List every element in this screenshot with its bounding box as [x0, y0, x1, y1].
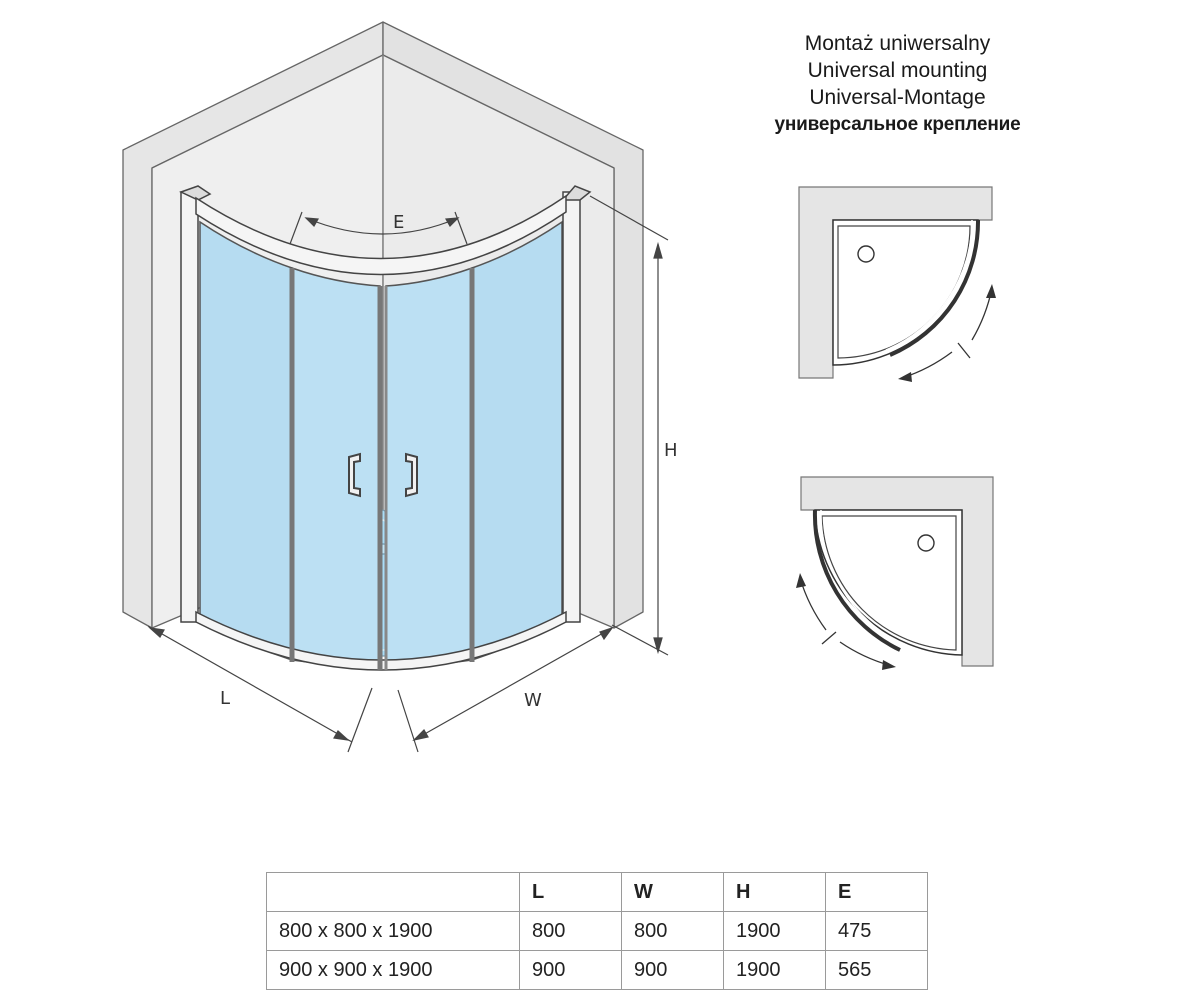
left-sliding-door — [291, 266, 381, 669]
mounting-titles: Montaż uniwersalny Universal mounting Un… — [720, 30, 1075, 138]
table-cell: 800 — [621, 911, 724, 951]
table-row: 900 x 900 x 1900 900 900 1900 565 — [266, 950, 928, 990]
table-cell: 1900 — [723, 911, 826, 951]
mounting-title-en: Universal mounting — [807, 59, 988, 82]
left-handle-icon — [348, 452, 361, 498]
drain-icon — [857, 245, 875, 263]
left-post — [180, 191, 199, 623]
dimension-label-h: H — [664, 440, 678, 461]
dimension-label-w: W — [524, 690, 542, 711]
table-cell: 900 — [621, 950, 724, 990]
table-cell: 1900 — [723, 950, 826, 990]
door-handles — [348, 452, 418, 498]
right-handle-icon — [405, 452, 418, 498]
table-header-cell: W — [621, 872, 724, 912]
dimension-label-l: L — [220, 688, 230, 709]
dimensions-table: L W H E 800 x 800 x 1900 800 800 1900 47… — [266, 872, 928, 990]
drain-icon — [917, 534, 935, 552]
mounting-plan-right — [798, 186, 996, 382]
left-fixed-panel — [199, 220, 293, 662]
right-sliding-door — [385, 266, 473, 669]
table-row: 800 x 800 x 1900 800 800 1900 475 — [266, 911, 928, 951]
table-cell: 800 — [519, 911, 622, 951]
table-header-cell: L — [519, 872, 622, 912]
right-fixed-panel — [471, 220, 563, 662]
right-post — [562, 191, 581, 623]
enclosure-frame — [179, 185, 592, 671]
top-curved-rail — [195, 194, 567, 276]
mounting-title-de: Universal-Montage — [809, 86, 986, 109]
right-post-cap — [561, 185, 592, 201]
table-header-cell: E — [825, 872, 928, 912]
table-cell: 900 x 900 x 1900 — [266, 950, 520, 990]
table-cell: 475 — [825, 911, 928, 951]
dimension-label-e: E — [393, 212, 404, 233]
mounting-title-ru: универсальное крепление — [774, 114, 1021, 135]
table-header-cell: H — [723, 872, 826, 912]
table-cell: 565 — [825, 950, 928, 990]
left-post-cap — [179, 185, 212, 201]
mounting-title-pl: Montaż uniwersalny — [804, 32, 991, 55]
table-header-cell — [266, 872, 520, 912]
table-cell: 900 — [519, 950, 622, 990]
table-header-row: L W H E — [266, 872, 928, 912]
table-cell: 800 x 800 x 1900 — [266, 911, 520, 951]
dimension-lines — [147, 195, 669, 753]
mounting-plan-left — [796, 476, 994, 670]
